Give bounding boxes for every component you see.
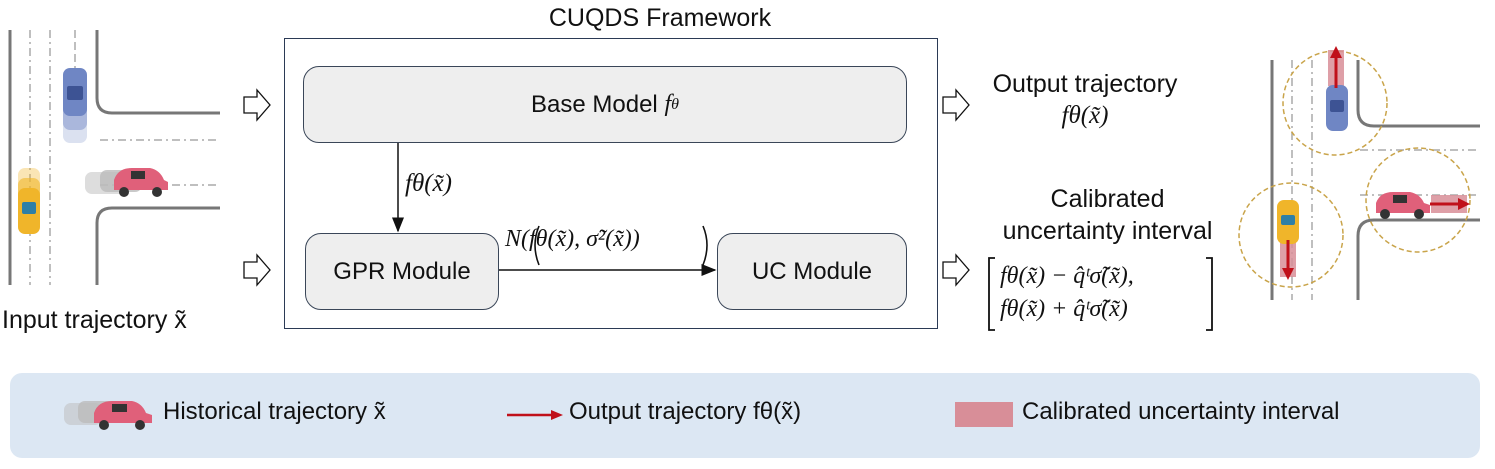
base-to-output-arrow <box>942 88 970 122</box>
uc-module-label: UC Module <box>751 257 873 285</box>
gpr-to-uc-label: N(fθ(x̃), σ̃²(x̃)) <box>505 226 640 252</box>
uncertainty-circle-yellow <box>1238 182 1344 288</box>
input-scene <box>8 30 220 285</box>
uc-module-box: UC Module <box>717 233 907 310</box>
calibrated-interval-label: Calibrated uncertainty interval <box>965 183 1250 247</box>
framework-title: CUQDS Framework <box>548 4 772 32</box>
yellow-car <box>18 168 40 234</box>
output-trajectory-line1: Output trajectory <box>992 70 1178 98</box>
output-trajectory-formula: fθ(x̃) <box>1061 102 1109 129</box>
base-to-gpr-label: fθ(x̃) <box>405 170 452 197</box>
uncertainty-circle-pink <box>1365 147 1471 253</box>
gpr-module-label: GPR Module <box>333 257 471 285</box>
pink-car-out <box>1376 192 1430 219</box>
base-model-subscript: θ <box>671 95 679 113</box>
right-bracket <box>1206 257 1213 331</box>
formula-top: fθ(x̃) − q̂ᵗσ̃(x̃), <box>1000 263 1134 289</box>
calibrated-interval-legend-swatch <box>955 402 1013 427</box>
calibrated-line2: uncertainty interval <box>1002 217 1213 245</box>
historical-trajectory-legend-icon <box>64 401 152 430</box>
output-trajectory-label: Output trajectory fθ(x̃) <box>960 68 1210 132</box>
input-trajectory-label: Input trajectory x̃ <box>2 306 187 334</box>
calibrated-interval-formula: fθ(x̃) − q̂ᵗσ̃(x̃), fθ(x̃) + q̂ᵗσ̃(x̃) <box>1000 260 1134 326</box>
blue-car-out <box>1326 85 1348 131</box>
input-to-gpr-arrow <box>243 253 271 287</box>
base-model-label: Base Model <box>531 90 658 118</box>
close-paren <box>702 225 708 266</box>
output-trajectory-legend-label: Output trajectory fθ(x̃) <box>569 398 802 425</box>
uc-to-interval-arrow <box>942 253 970 287</box>
historical-trajectory-legend-label: Historical trajectory x̃ <box>163 398 386 425</box>
pink-car <box>85 168 168 197</box>
framework-box <box>284 38 938 329</box>
output-scene <box>1238 46 1480 300</box>
base-model-symbol: f <box>664 91 672 117</box>
output-trajectory-legend-icon <box>507 410 563 420</box>
yellow-car-out <box>1277 200 1299 244</box>
calibrated-interval-legend-label: Calibrated uncertainty interval <box>1022 398 1340 425</box>
input-to-base-arrow <box>243 88 271 122</box>
formula-bottom: fθ(x̃) + q̂ᵗσ̃(x̃) <box>1000 296 1128 322</box>
calibrated-line1: Calibrated <box>1050 185 1165 213</box>
left-bracket <box>988 257 995 331</box>
gpr-module-box: GPR Module <box>305 233 499 310</box>
open-paren <box>534 225 540 266</box>
legend <box>10 373 1480 458</box>
blue-car <box>63 68 87 143</box>
